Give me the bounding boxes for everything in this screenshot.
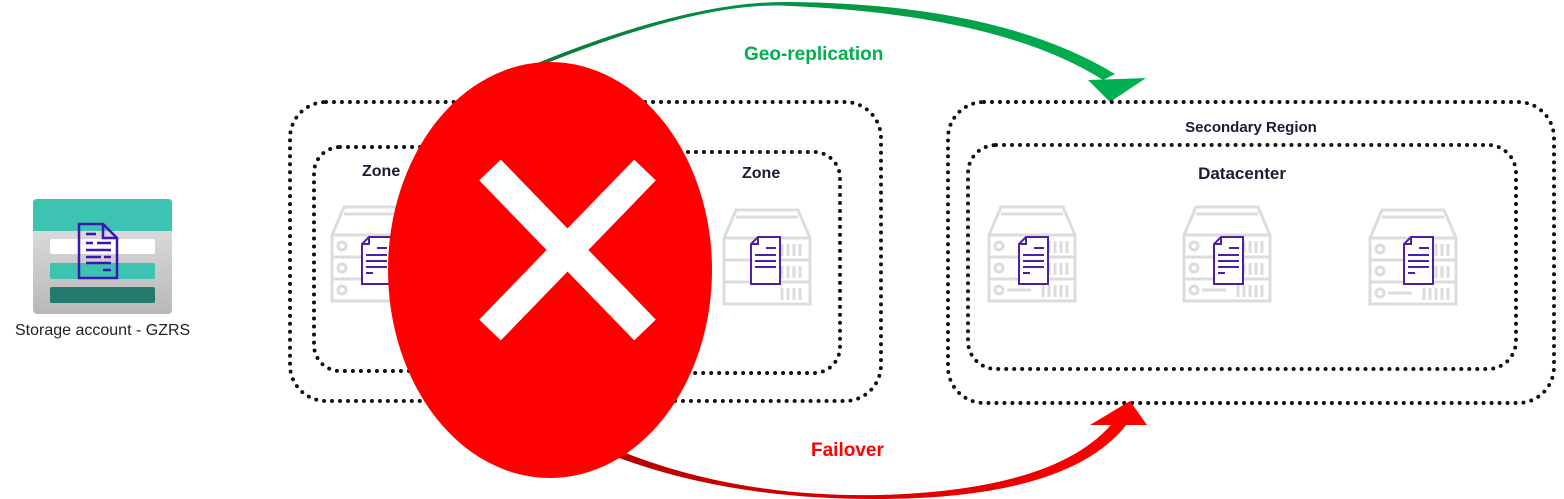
geo-replication-arrowhead (1088, 78, 1146, 102)
secondary-region-box (946, 100, 1556, 405)
geo-replication-label: Geo-replication (744, 44, 884, 65)
secondary-region-label: Secondary Region (1185, 119, 1317, 136)
failure-x-circle-icon (388, 62, 712, 478)
document-icon (750, 236, 781, 285)
document-icon (1403, 236, 1434, 285)
document-icon (1018, 236, 1049, 285)
zone-label-1: Zone (362, 163, 401, 180)
geo-replication-arrow-body (530, 1, 1115, 80)
document-icon (1213, 236, 1244, 285)
storage-account-icon (33, 199, 172, 314)
zone-label-3: Zone (742, 165, 781, 182)
storage-account-label: Storage account - GZRS (15, 322, 191, 339)
datacenter-box (966, 143, 1518, 371)
document-icon (361, 236, 392, 285)
failover-label: Failover (811, 440, 884, 461)
datacenter-label: Datacenter (1198, 164, 1286, 183)
failover-arrowhead (1090, 401, 1147, 425)
